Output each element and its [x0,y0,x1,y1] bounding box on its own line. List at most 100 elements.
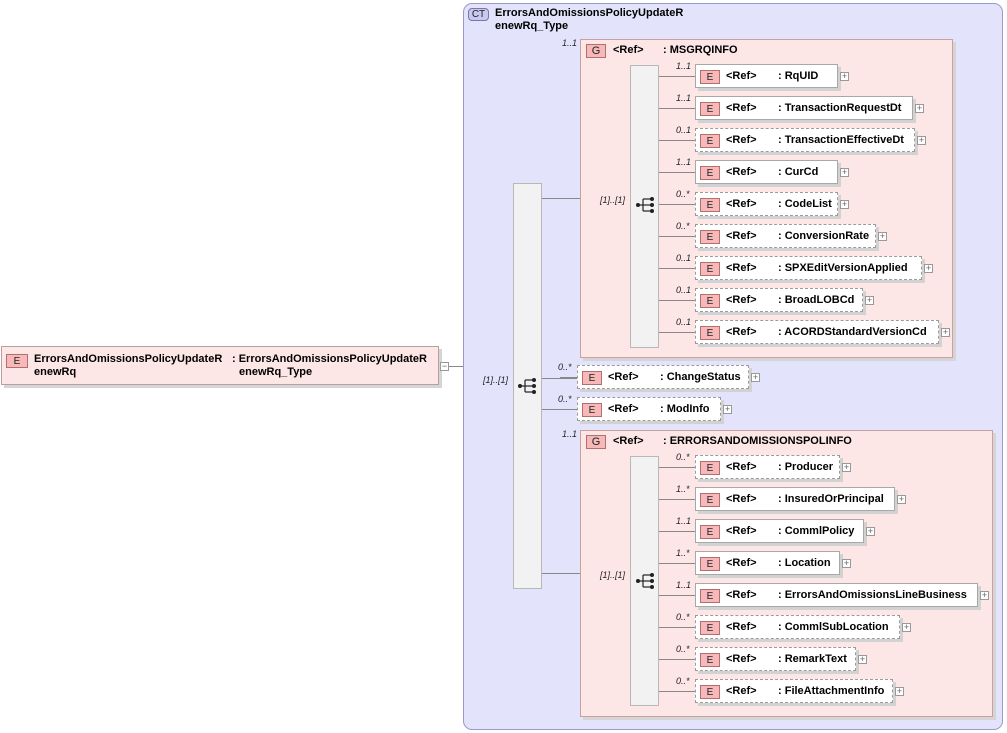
connector-line [659,76,695,77]
expand-toggle[interactable]: + [902,622,911,632]
root-element-type: : ErrorsAndOmissionsPolicyUpdateR enewRq… [232,353,427,378]
element-multiplicity: 0..1 [676,285,692,295]
element-ref: <Ref> [726,134,757,146]
connector-line [659,300,695,301]
element-ref: <Ref> [726,166,757,178]
element-conversionrate[interactable]: E<Ref>: ConversionRate [695,224,876,248]
element-ref: <Ref> [726,653,757,665]
element-name: : RemarkText [778,653,847,665]
element-insuredorprincipal[interactable]: E<Ref>: InsuredOrPrincipal [695,487,895,511]
element-changestatus[interactable]: E<Ref>: ChangeStatus [577,365,749,389]
expand-toggle[interactable]: + [840,71,849,81]
expand-toggle[interactable]: + [924,263,933,273]
element-multiplicity: 1..* [676,484,690,494]
connector-line [659,332,695,333]
element-name: : ChangeStatus [660,371,741,383]
element-multiplicity: 0..* [558,362,572,372]
expand-toggle[interactable]: + [842,558,851,568]
sequence-icon [518,378,536,394]
expand-toggle[interactable]: + [840,167,849,177]
element-ref: <Ref> [726,102,757,114]
element-name: : ErrorsAndOmissionsLineBusiness [778,589,967,601]
element-badge: E [700,621,720,635]
element-name: : TransactionRequestDt [778,102,902,114]
element-ref: <Ref> [726,493,757,505]
expand-toggle[interactable]: + [895,686,904,696]
element-transactionrequestdt[interactable]: E <Ref> : TransactionRequestDt [695,96,913,120]
expand-toggle[interactable]: + [840,199,849,209]
element-multiplicity: 0..* [676,644,690,654]
group-ref: <Ref> [613,44,644,56]
group-multiplicity: 1..1 [562,429,578,439]
element-curcd[interactable]: E<Ref>: CurCd [695,160,838,184]
element-fileattachmentinfo[interactable]: E<Ref>: FileAttachmentInfo [695,679,893,703]
group-multiplicity: 1..1 [562,38,578,48]
complex-type-title: ErrorsAndOmissionsPolicyUpdateR enewRq_T… [495,7,684,32]
expand-toggle[interactable]: + [941,327,950,337]
element-spxeditversionapplied[interactable]: E<Ref>: SPXEditVersionApplied [695,256,922,280]
element-multiplicity: 0..* [676,452,690,462]
expand-toggle[interactable]: + [878,231,887,241]
element-broadlobcd[interactable]: E<Ref>: BroadLOBCd [695,288,863,312]
element-badge: E [700,557,720,571]
expand-toggle[interactable]: + [865,295,874,305]
element-name: : Location [778,557,831,569]
element-ref: <Ref> [726,557,757,569]
element-ref: <Ref> [726,589,757,601]
element-multiplicity: 1..1 [676,580,692,590]
connector-line [542,573,580,574]
element-producer[interactable]: E<Ref>: Producer [695,455,840,479]
element-name: : SPXEditVersionApplied [778,262,908,274]
element-rquid[interactable]: E<Ref>: RqUID [695,64,838,88]
expand-toggle[interactable]: + [842,462,851,472]
msgrq-sequence[interactable] [630,65,659,348]
group-name: : ERRORSANDOMISSIONSPOLINFO [663,435,852,447]
root-element[interactable]: E ErrorsAndOmissionsPolicyUpdateR enewRq… [1,346,439,385]
connector-line [659,499,695,500]
collapse-toggle[interactable]: − [440,361,449,371]
element-errorsandomissionslinebusiness[interactable]: E <Ref> : ErrorsAndOmissionsLineBusiness [695,583,978,607]
connector-line [659,172,695,173]
sequence-multiplicity: [1]..[1] [600,195,626,205]
eo-sequence[interactable] [630,456,659,706]
element-codelist[interactable]: E<Ref>: CodeList [695,192,838,216]
expand-toggle[interactable]: + [917,135,926,145]
element-commlsublocation[interactable]: E<Ref>: CommlSubLocation [695,615,900,639]
expand-toggle[interactable]: + [915,103,924,113]
complex-type-badge: CT [468,8,489,21]
group-badge: G [586,435,606,449]
element-badge: E [700,493,720,507]
element-multiplicity: 0..* [676,676,690,686]
expand-toggle[interactable]: + [866,526,875,536]
element-ref: <Ref> [608,403,639,415]
element-modinfo[interactable]: E<Ref>: ModInfo [577,397,721,421]
connector-line [659,563,695,564]
element-commlpolicy[interactable]: E<Ref>: CommlPolicy [695,519,864,543]
element-ref: <Ref> [726,621,757,633]
element-multiplicity: 0..1 [676,253,692,263]
element-badge: E [700,461,720,475]
root-element-name: ErrorsAndOmissionsPolicyUpdateR enewRq [34,353,223,378]
expand-toggle[interactable]: + [751,372,760,382]
element-ref: <Ref> [726,685,757,697]
element-transactioneffectivedt[interactable]: E<Ref>: TransactionEffectiveDt [695,128,915,152]
element-name: : ConversionRate [778,230,870,242]
element-ref: <Ref> [726,70,757,82]
element-name: : BroadLOBCd [778,294,855,306]
connector-line [659,268,695,269]
element-remarktext[interactable]: E<Ref>: RemarkText [695,647,856,671]
element-badge: E [700,102,720,116]
element-location[interactable]: E <Ref> : Location [695,551,840,575]
element-acordstandardversioncd[interactable]: E<Ref>: ACORDStandardVersionCd [695,320,939,344]
element-name: : ModInfo [660,403,710,415]
expand-toggle[interactable]: + [980,590,989,600]
connector-line [659,659,695,660]
expand-toggle[interactable]: + [858,654,867,664]
element-badge: E [700,230,720,244]
element-badge: E [700,166,720,180]
expand-toggle[interactable]: + [723,404,732,414]
element-name: : CommlPolicy [778,525,855,537]
element-name: : TransactionEffectiveDt [778,134,904,146]
element-badge: E [700,589,720,603]
expand-toggle[interactable]: + [897,494,906,504]
